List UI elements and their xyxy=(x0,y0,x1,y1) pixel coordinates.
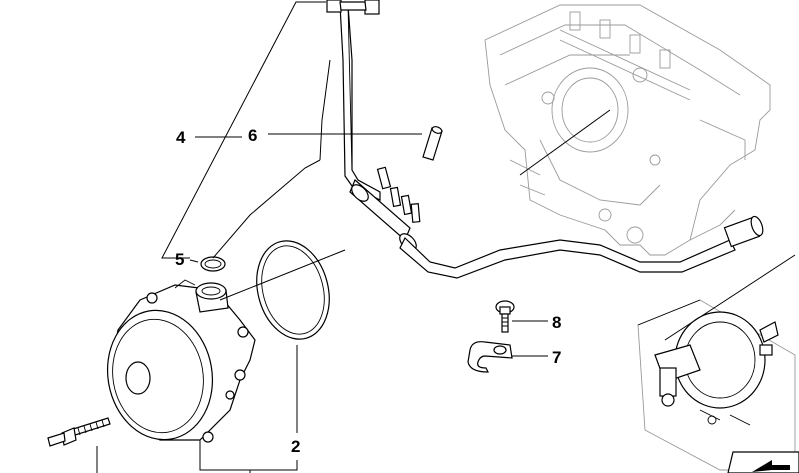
callout-4: 4 xyxy=(176,128,186,147)
leader-lines xyxy=(96,1,796,473)
callout-2: 2 xyxy=(291,437,300,456)
stud-bolt xyxy=(47,417,111,447)
callout-6: 6 xyxy=(248,126,257,145)
arrow-icon[interactable] xyxy=(727,451,799,473)
callout-5: 5 xyxy=(175,250,184,269)
engine-block xyxy=(484,4,771,256)
vacuum-pump xyxy=(106,279,256,443)
gasket-ring xyxy=(256,240,330,340)
callout-7: 7 xyxy=(552,348,561,367)
callout-8: 8 xyxy=(552,313,561,332)
o-ring xyxy=(200,256,226,272)
hose-clamp xyxy=(467,341,513,373)
bolt xyxy=(495,300,515,333)
brake-booster xyxy=(637,299,796,471)
plug-pin xyxy=(422,126,443,161)
vacuum-hose xyxy=(326,0,764,279)
